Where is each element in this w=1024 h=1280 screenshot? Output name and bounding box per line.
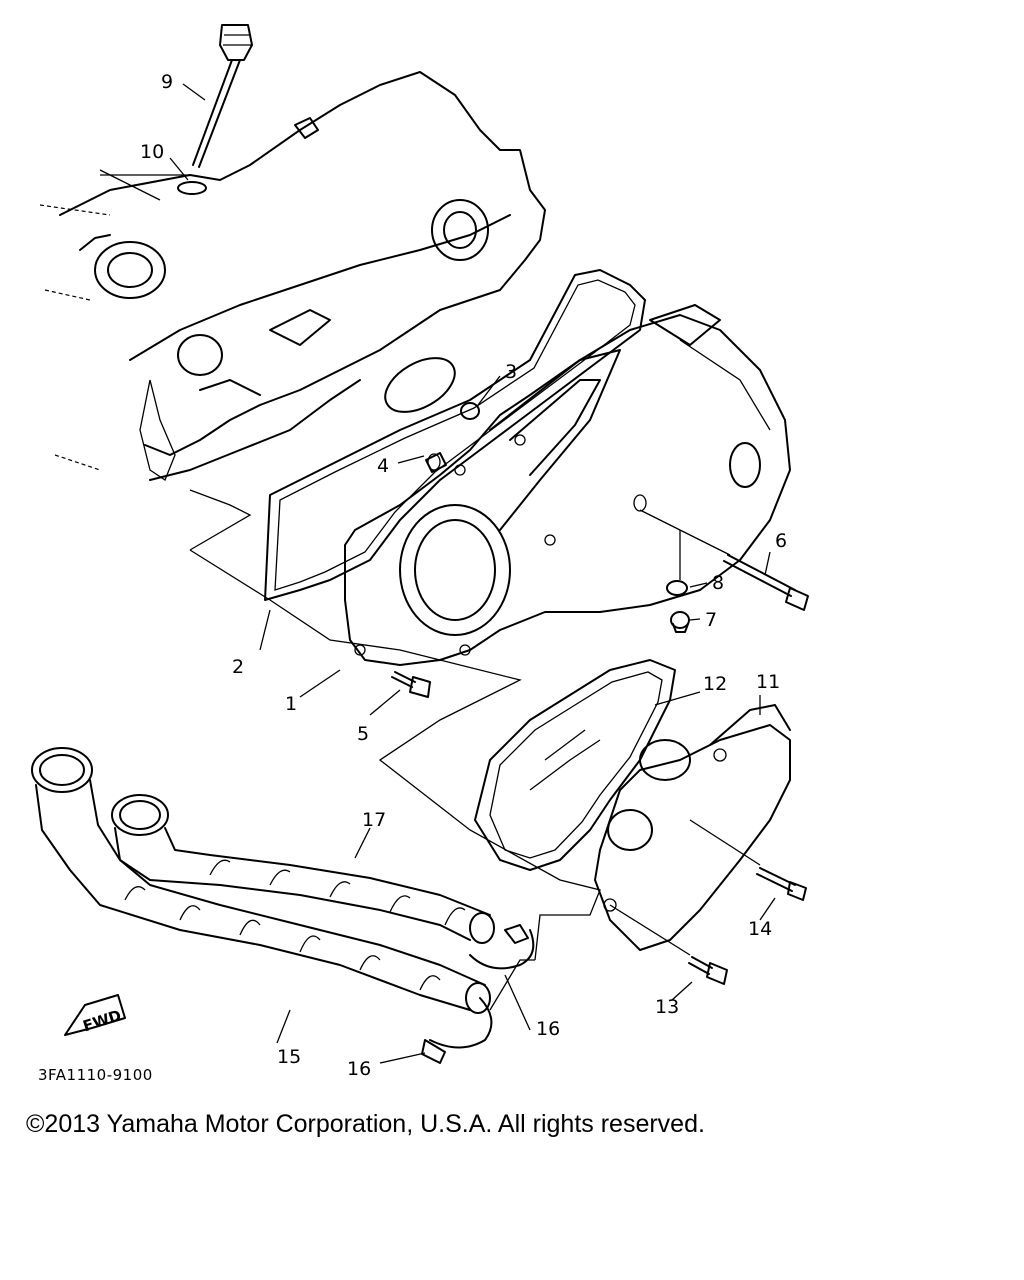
callout-12: 12 [703,673,727,695]
drain-plug [670,611,690,633]
bolt-13 [688,956,728,985]
o-ring [177,181,207,195]
copyright-notice: ©2013 Yamaha Motor Corporation, U.S.A. A… [26,1110,705,1138]
callout-9: 9 [161,71,173,93]
air-duct-17 [111,794,495,944]
callout-3: 3 [505,361,517,383]
clamp-lower [421,997,493,1064]
callout-13: 13 [655,996,679,1018]
washer [460,402,480,420]
crankcase-cover [344,304,791,666]
bolt-5 [391,671,431,698]
callout-16-upper: 16 [536,1018,560,1040]
fwd-arrow: FWD [64,994,126,1036]
callout-4: 4 [377,455,389,477]
gasket-washer [666,580,688,596]
callout-2: 2 [232,656,244,678]
callout-17: 17 [362,809,386,831]
crankcase [39,71,546,481]
air-duct-15 [31,747,491,1014]
dowel-pin [425,452,447,473]
bolt-6 [723,554,809,611]
callout-7: 7 [705,609,717,631]
callout-15: 15 [277,1046,301,1068]
callout-5: 5 [357,723,369,745]
parts-diagram: FWD 9 10 3 4 6 8 7 2 1 5 12 11 17 14 13 … [31,24,809,1080]
oil-dipstick [192,24,253,168]
figure-code: 3FA1110-9100 [38,1066,153,1084]
air-shroud [594,704,791,951]
callout-14: 14 [748,918,772,940]
air-shroud-gasket [474,659,676,871]
callout-11: 11 [756,671,780,693]
callout-6: 6 [775,530,787,552]
clamp-upper [469,924,535,970]
callout-10: 10 [140,141,164,163]
fwd-label: FWD [81,1006,124,1035]
callout-labels: 9 10 3 4 6 8 7 2 1 5 12 11 17 14 13 16 1… [140,71,787,1080]
leader-lines [169,83,776,1064]
bolt-14 [756,867,807,901]
callout-1: 1 [285,693,297,715]
callout-8: 8 [712,572,724,594]
callout-16-lower: 16 [347,1058,371,1080]
gasket [264,269,646,601]
